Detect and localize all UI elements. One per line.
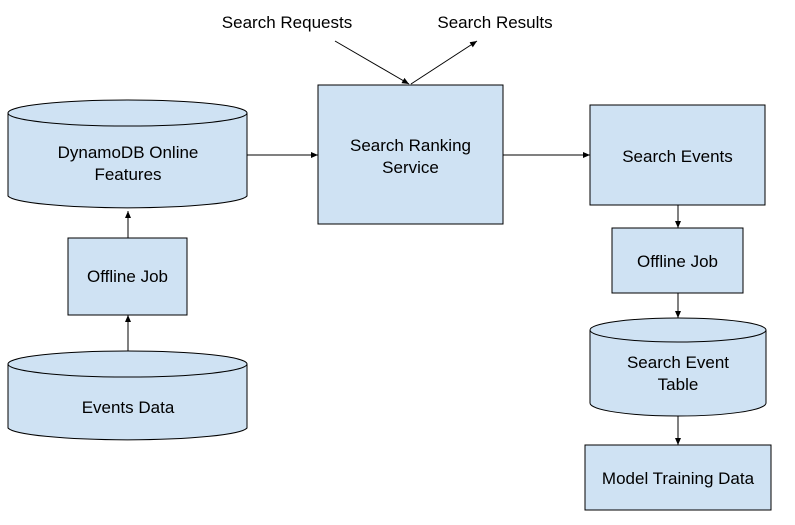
training-data-label: Model Training Data: [602, 469, 755, 488]
dynamodb-label-line1: DynamoDB Online: [58, 143, 199, 162]
search-event-table-node: Search Event Table: [589, 317, 767, 417]
edge-requests-to-ranking: [334, 40, 410, 85]
event-table-label-line1: Search Event: [627, 353, 729, 372]
offline-job-left-label: Offline Job: [87, 267, 168, 286]
search-requests-label: Search Requests: [222, 13, 352, 32]
dynamodb-online-features-node: DynamoDB Online Features: [7, 99, 248, 209]
model-training-data-node: Model Training Data: [584, 444, 772, 511]
search-results-label: Search Results: [437, 13, 552, 32]
dynamodb-label-line2: Features: [94, 165, 161, 184]
offline-job-right-node: Offline Job: [611, 227, 744, 294]
offline-job-left-node: Offline Job: [67, 237, 188, 316]
events-data-node: Events Data: [7, 350, 248, 441]
search-events-node: Search Events: [589, 104, 766, 206]
ranking-service-label-line2: Service: [382, 158, 439, 177]
ranking-service-label-line1: Search Ranking: [350, 136, 471, 155]
event-table-label-line2: Table: [658, 375, 699, 394]
edge-ranking-to-results: [410, 40, 478, 85]
search-ranking-service-node: Search Ranking Service: [317, 84, 504, 225]
search-events-label: Search Events: [622, 147, 733, 166]
events-data-label: Events Data: [82, 398, 175, 417]
offline-job-right-label: Offline Job: [637, 252, 718, 271]
